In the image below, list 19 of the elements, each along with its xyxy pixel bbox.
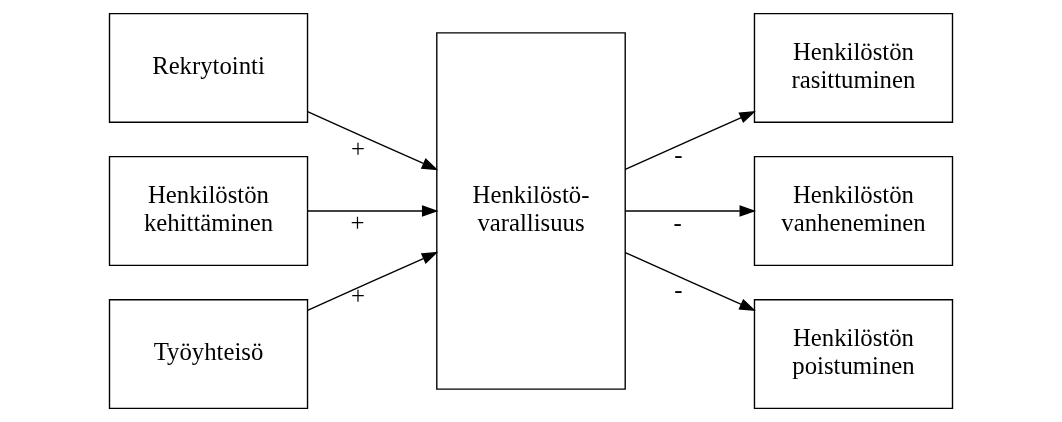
node-box: Henkilöstö- varallisuus	[436, 32, 626, 390]
node-box: Henkilöstön kehittäminen	[108, 156, 309, 266]
arrow	[306, 205, 439, 217]
node-box: Työyhteisö	[108, 299, 309, 410]
edge-label: +	[350, 135, 365, 163]
node-box: Henkilöstön vanheneminen	[753, 156, 954, 266]
node-box: Henkilöstön rasittuminen	[753, 12, 954, 123]
arrow	[306, 111, 439, 171]
node-box: Henkilöstön poistuminen	[753, 299, 954, 410]
node-box: Rekrytointi	[108, 12, 309, 123]
arrow	[624, 251, 756, 311]
edge-label: +	[350, 282, 365, 310]
arrow	[306, 251, 439, 311]
arrow	[624, 205, 757, 217]
edge-label: +	[350, 208, 365, 236]
edge-label: -	[674, 141, 683, 169]
arrow	[624, 111, 756, 171]
edge-label: -	[673, 208, 682, 236]
edge-label: -	[674, 276, 683, 304]
